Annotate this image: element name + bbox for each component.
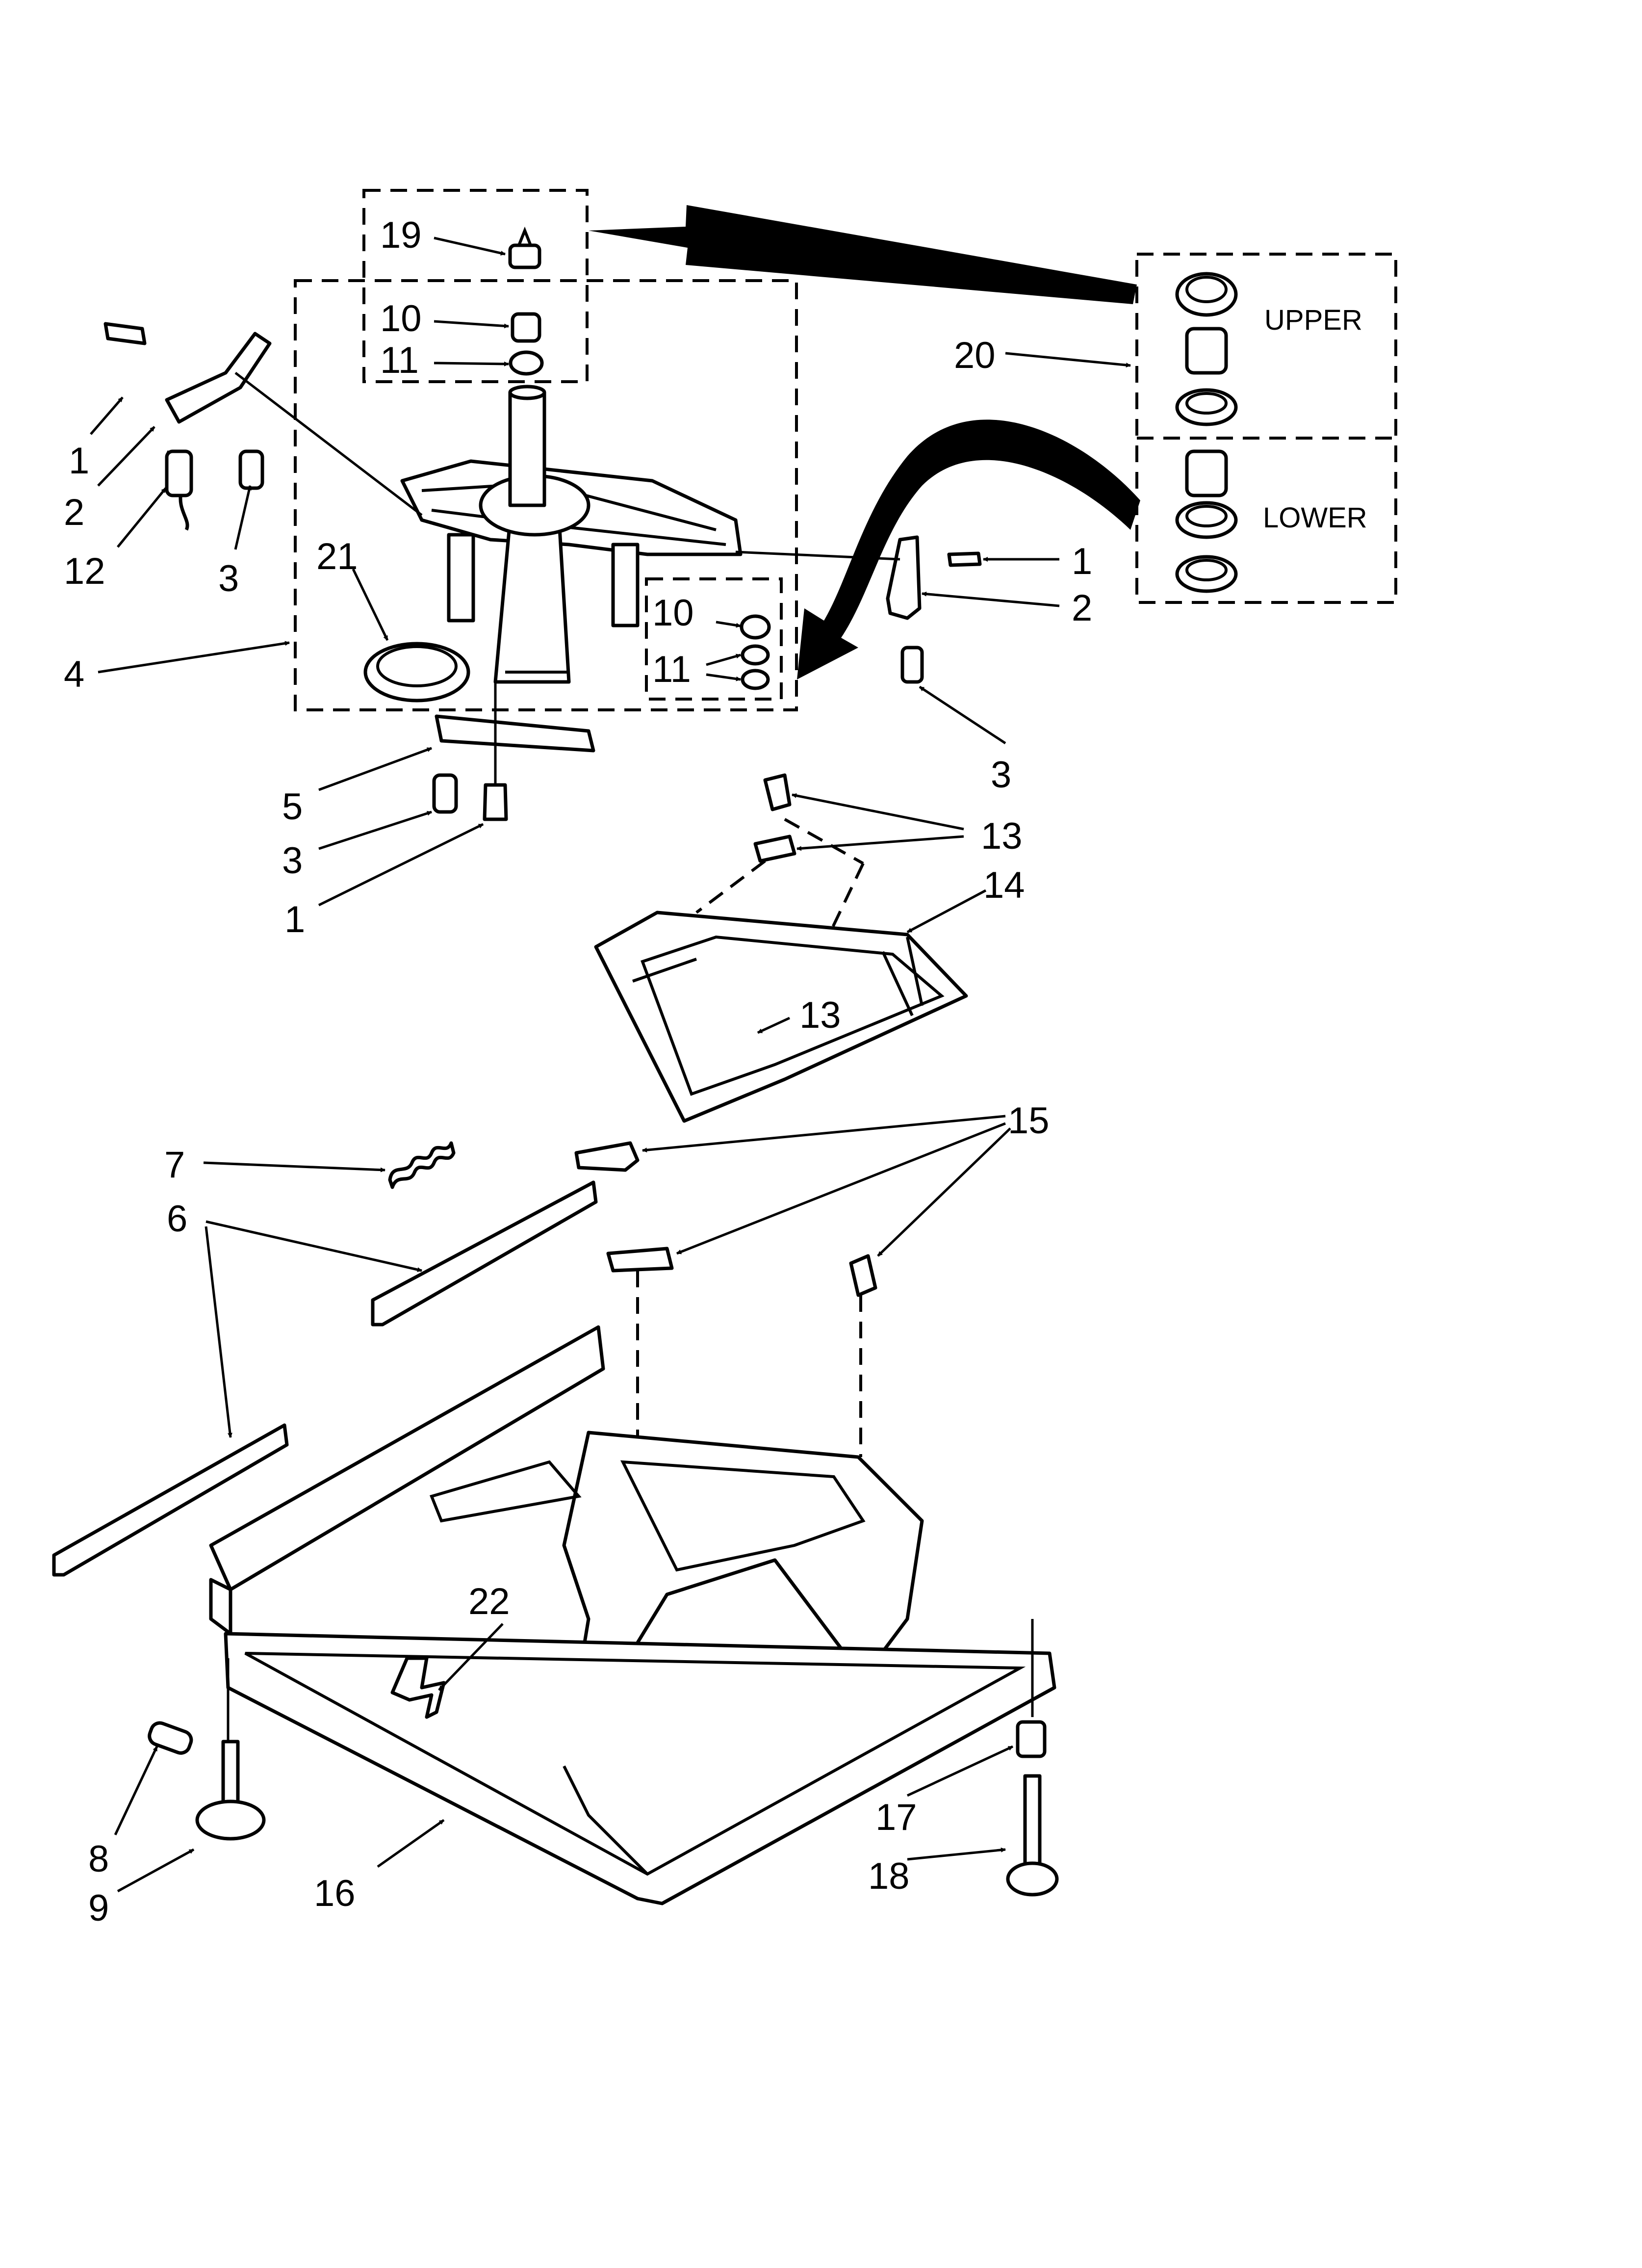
part-14-frame [594,911,968,1123]
part-15-pad-c [849,1254,877,1297]
callout-13-upper: 13 [981,815,1023,857]
label-lower: LOWER [1263,502,1367,534]
kit-box-20 [1135,253,1397,604]
kit-box-19-10-11 [362,189,589,383]
callout-18: 18 [868,1855,910,1897]
part-6-rail-lower [52,1423,289,1577]
part-6-rail-upper [371,1180,598,1327]
part-11-bushing [509,350,544,376]
base-frame [209,1325,1056,1905]
assembly-box-4 [294,279,798,711]
callout-6: 6 [167,1198,187,1240]
callout-arrows [90,236,1131,1893]
callout-1-right: 1 [1072,541,1092,582]
part-10-right [740,614,771,640]
part-7-spring [388,1141,456,1189]
part-9-foot [195,1658,266,1841]
callout-19: 19 [380,214,422,256]
callout-1-lower: 1 [284,899,305,940]
bracket-upper-left [103,322,423,531]
callout-2-right: 2 [1072,587,1092,629]
callout-22: 22 [468,1581,510,1622]
part-17-18-leg [1006,1619,1059,1897]
callout-3-lower: 3 [282,840,303,882]
callout-10-upper: 10 [380,298,422,339]
callout-5: 5 [282,786,303,828]
callout-13-lower: 13 [799,994,841,1036]
part-19-cap [508,226,541,269]
callout-16: 16 [314,1873,356,1914]
callout-21: 21 [316,536,358,577]
part-11-right-b [741,669,770,690]
callout-10-right: 10 [652,592,694,634]
callout-11-right: 11 [652,649,691,690]
callout-3-upper-left: 3 [218,558,239,600]
callout-11-upper: 11 [380,339,419,381]
callout-9: 9 [88,1887,109,1929]
part-15-pad-a [574,1141,640,1172]
part-20-upper-set [1175,272,1238,426]
part-20-lower-set [1175,449,1238,593]
label-upper: UPPER [1264,304,1362,336]
bracket-right [735,535,982,684]
callout-8: 8 [88,1838,109,1880]
kit-box-10-11-right [645,577,783,701]
part-22-clip [390,1656,446,1719]
part-10-bushing [511,312,541,343]
part-8-plug [148,1721,193,1755]
callout-3-right: 3 [991,754,1011,796]
callout-17: 17 [875,1797,917,1838]
spider-assembly [400,385,743,684]
callout-2-upper-left: 2 [64,492,84,533]
big-arrow-upper [589,205,1137,304]
part-21-ring [363,642,470,703]
callout-14: 14 [983,864,1025,906]
part-11-right-a [741,644,770,666]
part-15-pad-b [606,1247,674,1273]
callout-7: 7 [164,1144,185,1186]
callout-12: 12 [64,550,105,592]
callout-1-upper-left: 1 [69,440,89,482]
callout-4: 4 [64,653,84,695]
bracket-5 [432,682,595,821]
big-arrow-lower [797,419,1140,679]
callout-15: 15 [1008,1100,1050,1142]
callout-20: 20 [954,335,996,376]
